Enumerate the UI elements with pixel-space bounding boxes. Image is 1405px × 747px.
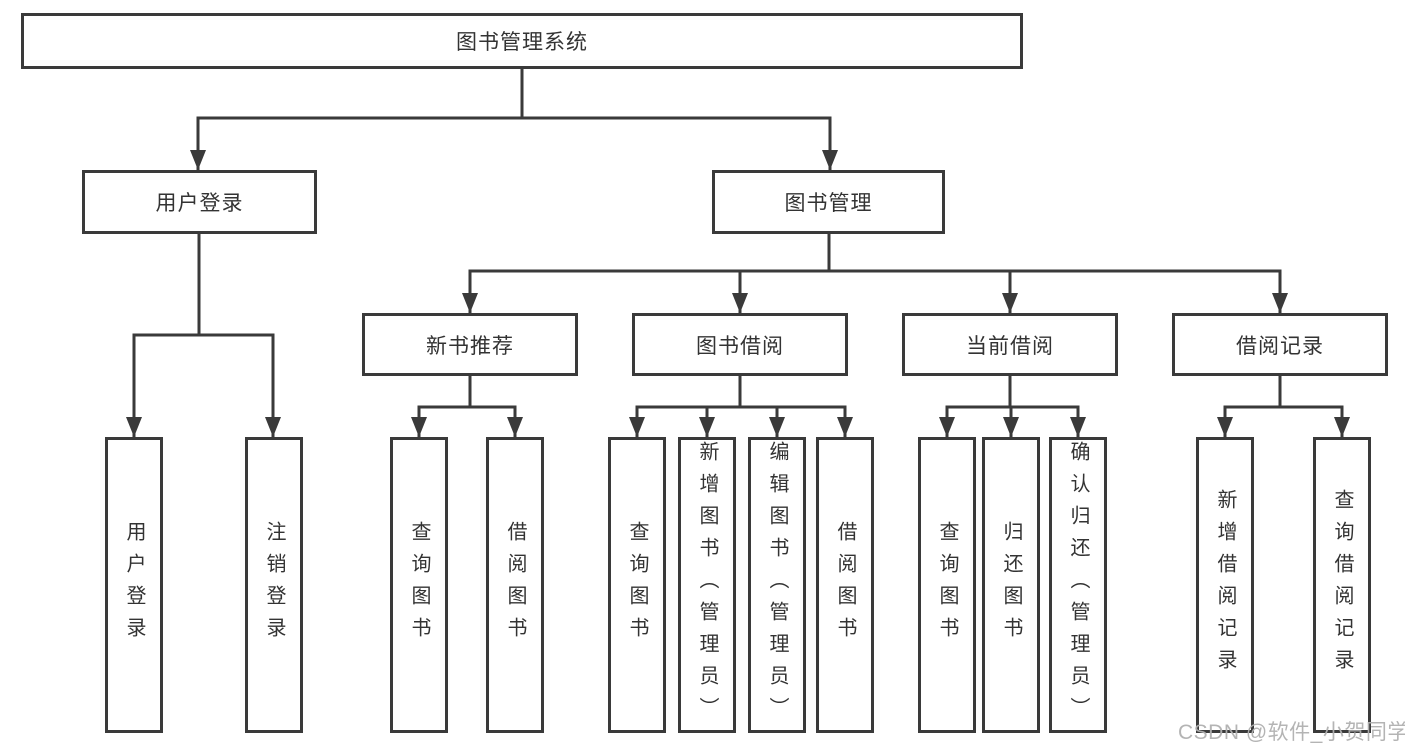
leaf-logout: 注销登录 [245,437,303,733]
leaf-edit-book-admin: 编辑图书（管理员） [748,437,806,733]
csdn-watermark: CSDN @软件_小贺同学 [1178,721,1405,744]
node-current-borrow: 当前借阅 [902,313,1118,376]
node-root-system: 图书管理系统 [21,13,1023,69]
leaf-borrow-book: 借阅图书 [816,437,874,733]
node-book-borrow: 图书借阅 [632,313,848,376]
node-book-management: 图书管理 [712,170,945,234]
leaf-add-borrow-record: 新增借阅记录 [1196,437,1254,733]
leaf-query-book-recommend: 查询图书 [390,437,448,733]
leaf-user-login: 用户登录 [105,437,163,733]
leaf-query-book-borrow: 查询图书 [608,437,666,733]
leaf-confirm-return-admin: 确认归还（管理员） [1049,437,1107,733]
node-new-book-recommend: 新书推荐 [362,313,578,376]
leaf-query-borrow-record: 查询借阅记录 [1313,437,1371,733]
node-borrow-records: 借阅记录 [1172,313,1388,376]
leaf-add-book-admin: 新增图书（管理员） [678,437,736,733]
leaf-return-book: 归还图书 [982,437,1040,733]
node-user-login: 用户登录 [82,170,317,234]
leaf-borrow-book-recommend: 借阅图书 [486,437,544,733]
leaf-query-book-current: 查询图书 [918,437,976,733]
